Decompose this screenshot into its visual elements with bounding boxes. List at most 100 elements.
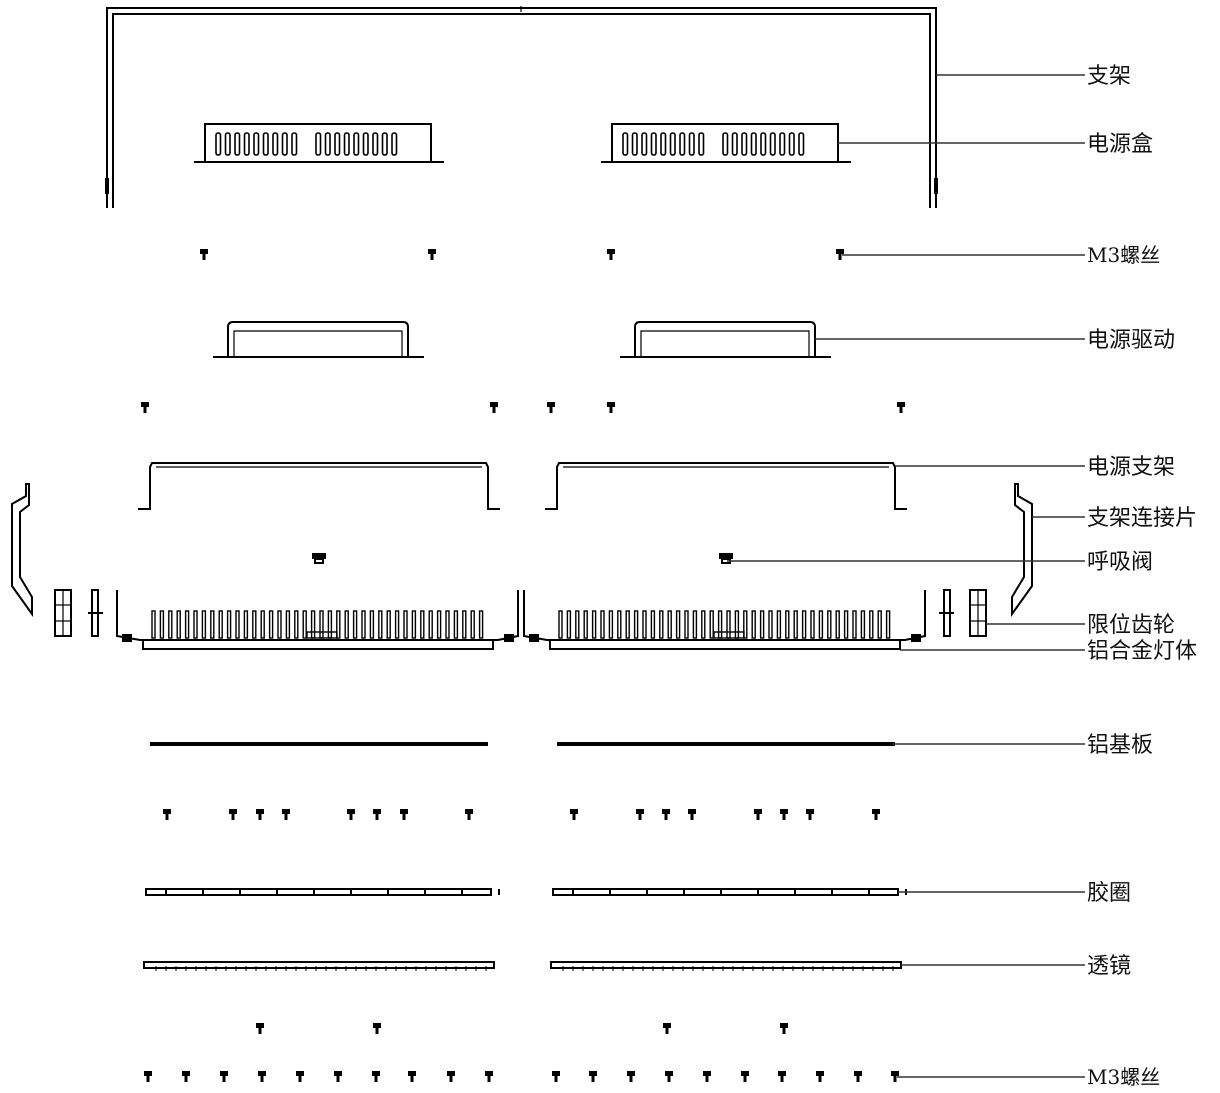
heatsink-fin [403, 610, 408, 639]
lens-right [550, 961, 902, 971]
m3-screw [182, 1071, 190, 1082]
heatsink-fin [386, 610, 391, 639]
heatsink-fin [835, 610, 840, 639]
heatsink-fin [210, 610, 215, 639]
m3-screw [485, 1071, 493, 1082]
vent-slot [660, 132, 667, 156]
vent-slot [641, 132, 648, 156]
rubber-ring-left [145, 888, 500, 896]
m3-screw [220, 1071, 228, 1082]
vent-slot [243, 132, 250, 156]
label-rubber-ring: 胶圈 [1087, 881, 1131, 906]
heatsink-fin [193, 610, 198, 639]
heatsink-fin [470, 610, 475, 639]
heatsink-fin [726, 610, 731, 639]
vent-slot [381, 132, 388, 156]
heatsink-fin [411, 610, 417, 639]
heatsink-fin [462, 610, 467, 639]
heatsink-fin [252, 610, 257, 639]
m3-screw [428, 249, 436, 260]
label-breather-valve: 呼吸阀 [1087, 550, 1153, 575]
heatsink-fin [701, 610, 706, 639]
power-box-right [601, 123, 851, 163]
breather-valve-left [312, 553, 326, 564]
bracket-part [105, 6, 938, 208]
bracket-connector-left [11, 483, 33, 618]
leader-lines [727, 74, 1085, 1078]
vent-slot [215, 132, 222, 156]
heatsink-fin [692, 610, 698, 639]
label-limit-gear: 限位齿轮 [1087, 613, 1175, 638]
screw [897, 402, 905, 413]
screw [688, 809, 696, 820]
heatsink-fin [285, 610, 291, 639]
power-bracket-right [545, 462, 907, 510]
heatsink-fin [319, 610, 324, 639]
vent-slot [722, 132, 729, 156]
m3-screws-middle [141, 402, 905, 413]
m3-screw [665, 1071, 673, 1082]
lens-left [143, 961, 495, 971]
bracket-connector-right [1011, 483, 1033, 618]
vent-slot [760, 132, 767, 156]
aluminum-substrate-right [557, 742, 895, 746]
label-power-bracket: 电源支架 [1087, 455, 1175, 480]
heatsink-fin [294, 610, 299, 639]
heatsink-fin [759, 610, 765, 639]
heatsink-fin [566, 610, 572, 639]
heatsink-fin [436, 610, 442, 639]
m3-screw [200, 249, 208, 260]
center-boss [306, 631, 338, 639]
heatsink-fin [176, 610, 181, 639]
heatsink-fin [709, 610, 714, 639]
heatsink-fin [885, 610, 891, 639]
screw [141, 402, 149, 413]
heatsink-fin [378, 610, 383, 639]
heatsink-fin [201, 610, 207, 639]
vent-slot [343, 132, 350, 156]
heatsink-fin [785, 610, 790, 639]
heatsink-fin [659, 610, 664, 639]
m3-screw [741, 1071, 749, 1082]
power-box-left [194, 123, 444, 163]
heatsink-fin [310, 610, 316, 639]
heatsink-fin [558, 610, 563, 639]
screw [163, 809, 171, 820]
m3-screws-bottom [144, 1023, 899, 1082]
limit-gear-left [54, 589, 103, 637]
heatsink-fin [226, 610, 232, 639]
heatsink-fin [717, 610, 723, 639]
vent-slot [688, 132, 695, 156]
heatsink-fin [260, 610, 265, 639]
heatsink-fin [734, 610, 740, 639]
heatsink-fin [675, 610, 681, 639]
heatsink-fin [327, 610, 333, 639]
alloy-body-right [523, 590, 926, 650]
heatsink-fin [684, 610, 689, 639]
vent-slot [234, 132, 241, 156]
heatsink-fin [159, 610, 165, 639]
screw [229, 809, 237, 820]
vent-slot [262, 132, 269, 156]
heatsink-fin [575, 610, 580, 639]
heatsink-fin [478, 610, 484, 639]
label-screw-bottom: M3螺丝 [1087, 1065, 1160, 1089]
screws-row-lower [163, 809, 880, 820]
vent-slot [650, 132, 657, 156]
vent-slot [741, 132, 748, 156]
heatsink-fin [453, 610, 459, 639]
alloy-body-left [116, 590, 519, 650]
screw [662, 809, 670, 820]
heatsink-fin [827, 610, 832, 639]
heatsink-fin [625, 610, 630, 639]
heatsink-fin [642, 610, 647, 639]
m3-screw [589, 1071, 597, 1082]
heatsink-fin [352, 610, 358, 639]
vent-slot [698, 132, 705, 156]
heatsink-fin [235, 610, 240, 639]
vent-slot [798, 132, 805, 156]
heatsink-fin [751, 610, 756, 639]
heatsink-fin [243, 610, 249, 639]
m3-screws-top [200, 249, 844, 260]
heatsink-fin [394, 610, 400, 639]
